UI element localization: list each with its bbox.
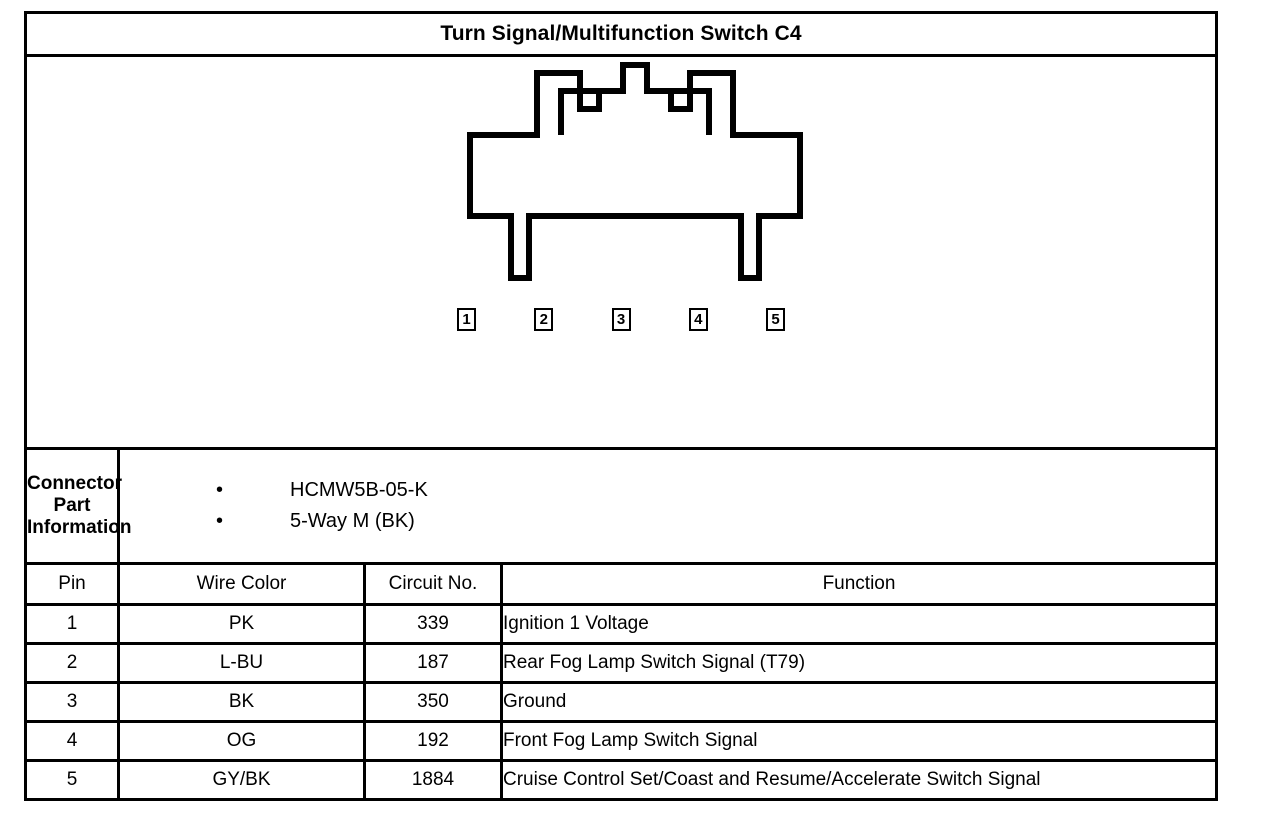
diagram-row: 1 2 3 4 5 xyxy=(24,54,1218,450)
cell-function: Ground xyxy=(500,681,1218,723)
connector-part-information-label-cell: Connector Part Information xyxy=(24,447,132,565)
cell-circuit-no: 192 xyxy=(363,720,503,762)
pin-number-row: 1 2 3 4 5 xyxy=(441,308,801,331)
title-row: Turn Signal/Multifunction Switch C4 xyxy=(24,11,1218,57)
pin-marker-2: 2 xyxy=(534,308,554,331)
bullet-icon: • xyxy=(216,479,224,501)
cell-function: Ignition 1 Voltage xyxy=(500,603,1218,645)
column-header-wire-color: Wire Color xyxy=(117,562,366,606)
connector-way-description: 5-Way M (BK) xyxy=(290,510,415,532)
connector-part-number: HCMW5B-05-K xyxy=(290,479,428,501)
table-row: 4 OG 192 Front Fog Lamp Switch Signal xyxy=(24,720,1218,762)
cell-circuit-no: 350 xyxy=(363,681,503,723)
pin-marker-4: 4 xyxy=(688,308,708,331)
pin-marker-5: 5 xyxy=(766,308,785,331)
connector-outline-icon xyxy=(467,62,803,281)
pin-marker-3: 3 xyxy=(611,308,631,331)
cell-wire-color: BK xyxy=(117,681,366,723)
cell-pin: 3 xyxy=(24,681,120,723)
cell-circuit-no: 1884 xyxy=(363,759,503,801)
connector-part-information-row: Connector Part Information • HCMW5B-05-K… xyxy=(24,447,1218,565)
list-item: • 5-Way M (BK) xyxy=(216,506,1215,537)
bullet-icon: • xyxy=(216,510,224,532)
title-cell: Turn Signal/Multifunction Switch C4 xyxy=(24,11,1218,57)
cell-wire-color: PK xyxy=(117,603,366,645)
page-title: Turn Signal/Multifunction Switch C4 xyxy=(440,22,802,45)
table-row: 2 L-BU 187 Rear Fog Lamp Switch Signal (… xyxy=(24,642,1218,684)
table-row: 1 PK 339 Ignition 1 Voltage xyxy=(24,603,1218,645)
diagram-cell: 1 2 3 4 5 xyxy=(24,54,1218,450)
cell-wire-color: GY/BK xyxy=(117,759,366,801)
cell-circuit-no: 187 xyxy=(363,642,503,684)
cell-pin: 2 xyxy=(24,642,120,684)
pin-table-header-row: Pin Wire Color Circuit No. Function xyxy=(24,562,1218,606)
table-row: 5 GY/BK 1884 Cruise Control Set/Coast an… xyxy=(24,759,1218,801)
cell-wire-color: OG xyxy=(117,720,366,762)
cell-pin: 1 xyxy=(24,603,120,645)
cell-pin: 4 xyxy=(24,720,120,762)
list-item: • HCMW5B-05-K xyxy=(216,475,1215,506)
column-header-function: Function xyxy=(500,562,1218,606)
connector-part-information-values-cell: • HCMW5B-05-K • 5-Way M (BK) xyxy=(117,447,1218,565)
cell-function: Front Fog Lamp Switch Signal xyxy=(500,720,1218,762)
column-header-circuit-no: Circuit No. xyxy=(363,562,503,606)
connector-part-information-label: Connector Part Information xyxy=(27,473,132,538)
connector-diagram: 1 2 3 4 5 xyxy=(27,57,1215,447)
table-row: 3 BK 350 Ground xyxy=(24,681,1218,723)
cell-function: Rear Fog Lamp Switch Signal (T79) xyxy=(500,642,1218,684)
connector-information-table: Turn Signal/Multifunction Switch C4 1 xyxy=(24,11,1218,801)
cell-pin: 5 xyxy=(24,759,120,801)
column-header-pin: Pin xyxy=(24,562,120,606)
connector-part-list: • HCMW5B-05-K • 5-Way M (BK) xyxy=(120,475,1215,537)
cell-circuit-no: 339 xyxy=(363,603,503,645)
cell-function: Cruise Control Set/Coast and Resume/Acce… xyxy=(500,759,1218,801)
pin-marker-1: 1 xyxy=(457,308,476,331)
cell-wire-color: L-BU xyxy=(117,642,366,684)
